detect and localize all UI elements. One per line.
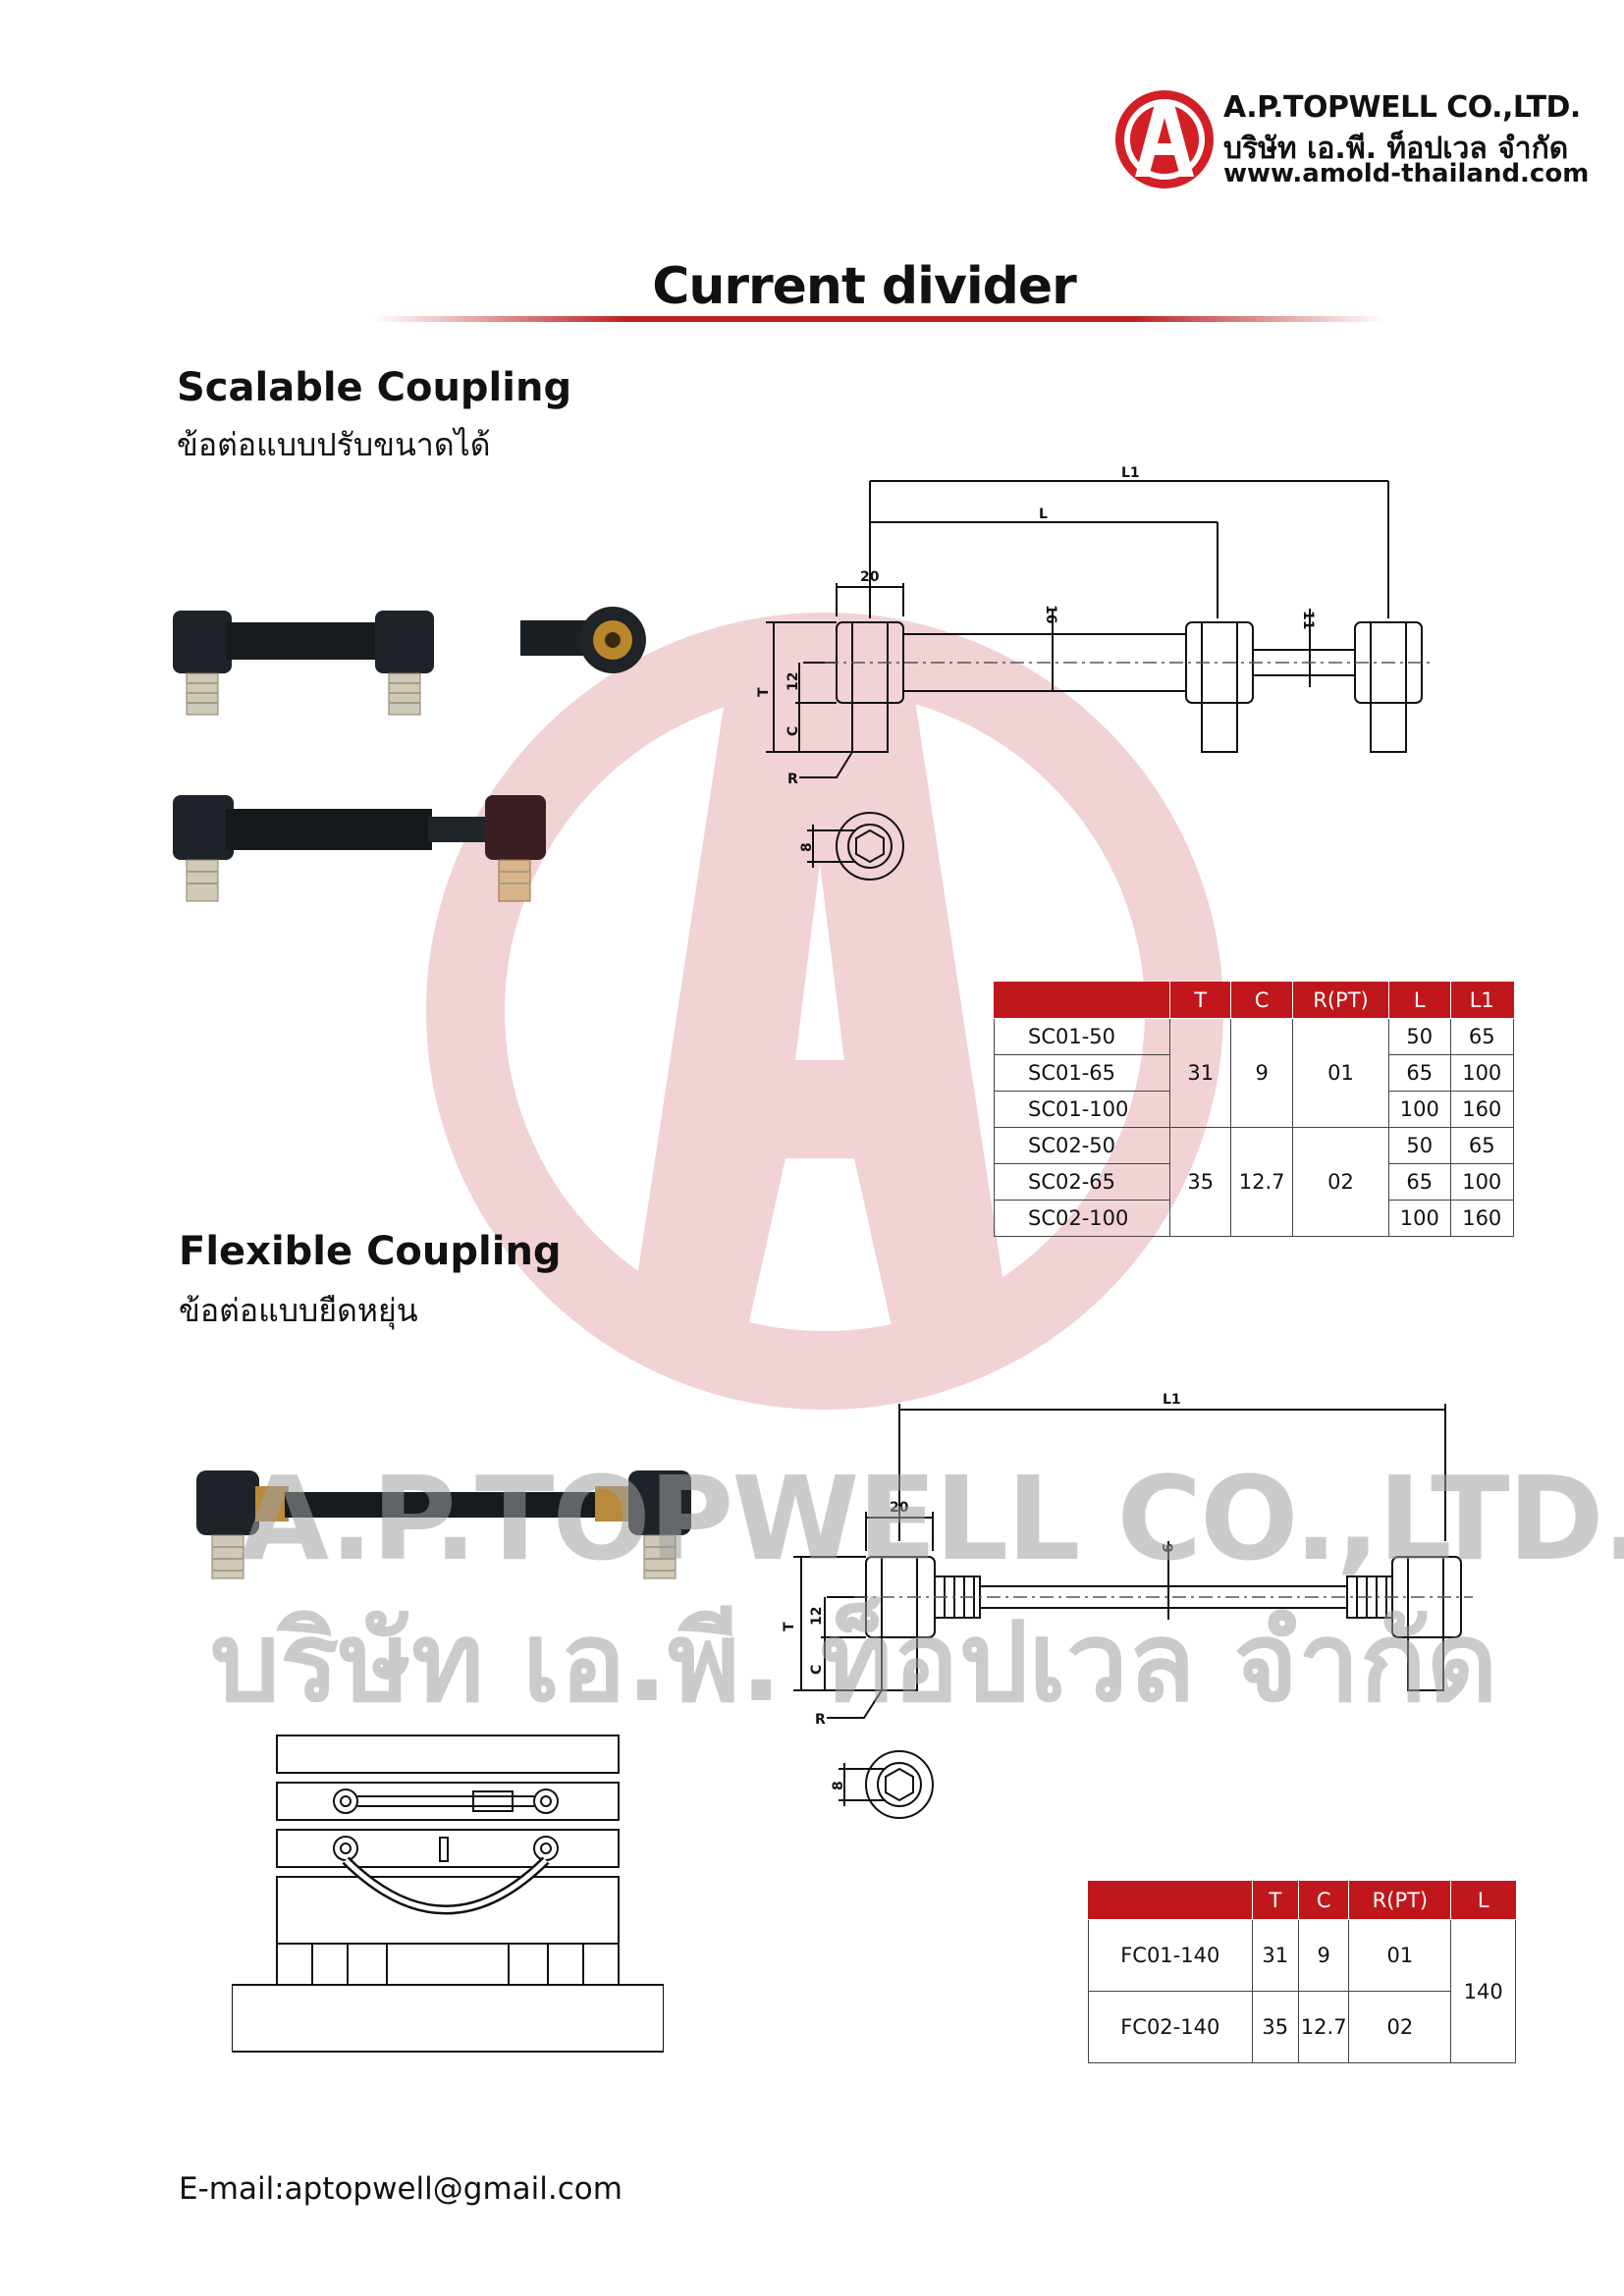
company-website: www.amold-thailand.com	[1223, 159, 1590, 188]
dim-c-label: C	[785, 726, 801, 736]
table-row: SC01-50 31 9 01 02 50 65	[993, 1018, 1515, 1237]
dim-20-label: 20	[890, 1500, 909, 1516]
l1-cell: 100	[1449, 1163, 1515, 1201]
header-model	[993, 982, 1171, 1019]
header-t: T	[1169, 982, 1232, 1019]
scalable-coupling-drawing: L1 L 20 16 11 T 12 C R 8	[756, 465, 1434, 881]
c-cell: 12.7	[1297, 1991, 1350, 2063]
r-cell: 01	[1348, 1919, 1452, 1992]
header-c: C	[1297, 1881, 1350, 1920]
flexible-coupling-title: Flexible Coupling	[179, 1229, 562, 1274]
page-title: Current divider	[652, 257, 1077, 316]
dim-c-label: C	[809, 1665, 825, 1675]
l1-cell: 100	[1449, 1054, 1515, 1092]
t-cell: 35	[1169, 1127, 1232, 1237]
dim-12-label: 12	[809, 1607, 825, 1626]
flexible-coupling-photo	[196, 1470, 691, 1579]
table-row: SC02-65 65 100	[993, 1163, 1515, 1201]
table-row: SC01-65 65 100	[993, 1054, 1515, 1092]
title-underline	[373, 316, 1384, 322]
dim-t-label: T	[782, 1622, 797, 1631]
company-logo	[1115, 90, 1214, 188]
model-cell: SC01-65	[993, 1054, 1171, 1092]
dim-12-label: 12	[785, 672, 801, 691]
flexible-coupling-subtitle: ข้อต่อแบบยืดหยุ่น	[179, 1292, 418, 1329]
dim-r-label: R	[815, 1712, 826, 1728]
header-c: C	[1230, 982, 1293, 1019]
dim-t-label: T	[756, 687, 772, 697]
table-row: SC02-100 100 160	[993, 1200, 1515, 1237]
dim-16-label: 16	[1043, 605, 1058, 623]
dim-l1-label: L1	[1121, 465, 1140, 481]
scalable-coupling-subtitle: ข้อต่อแบบปรับขนาดได้	[177, 426, 491, 463]
table-row: FC01-140 31 9 01 140	[1088, 1919, 1516, 2063]
table-row: SC02-50 35 12.7 50 65	[993, 1127, 1515, 1237]
l1-cell: 65	[1449, 1127, 1515, 1164]
dim-8-label: 8	[799, 842, 815, 852]
l-cell: 140	[1450, 1919, 1516, 2063]
l-cell: 100	[1388, 1091, 1451, 1128]
scalable-coupling-photo-end	[520, 607, 646, 673]
c-cell: 9	[1297, 1919, 1350, 1992]
flexible-coupling-table: T C R(PT) L FC01-140 31 9 01 140 FC02-14…	[1088, 1881, 1516, 2063]
model-cell: SC01-100	[993, 1091, 1171, 1128]
header-r: R(PT)	[1291, 982, 1390, 1019]
model-cell: SC01-50	[993, 1018, 1171, 1055]
header-model	[1088, 1881, 1253, 1920]
l-cell: 50	[1388, 1018, 1451, 1055]
scalable-coupling-title: Scalable Coupling	[177, 365, 572, 410]
table-header-row: T C R(PT) L L1	[993, 982, 1515, 1019]
header-l: L	[1450, 1881, 1516, 1920]
t-cell: 31	[1169, 1018, 1232, 1128]
dim-r-label: R	[787, 772, 798, 787]
model-cell: SC02-100	[993, 1200, 1171, 1237]
table-row: FC02-140 35 12.7 02	[1088, 1991, 1516, 2063]
scalable-coupling-photo-short	[173, 611, 434, 716]
table-row: SC01-100 100 160	[993, 1091, 1515, 1128]
header-r: R(PT)	[1348, 1881, 1452, 1920]
table-header-row: T C R(PT) L	[1088, 1881, 1516, 1920]
dim-11-label: 11	[1300, 611, 1316, 629]
company-name-en: A.P.TOPWELL CO.,LTD.	[1223, 90, 1581, 125]
l-cell: 65	[1388, 1054, 1451, 1092]
l1-cell: 160	[1449, 1200, 1515, 1237]
scalable-coupling-photo-long	[173, 795, 546, 902]
l-cell: 50	[1388, 1127, 1451, 1164]
header-t: T	[1251, 1881, 1299, 1920]
dim-9-label: 9	[1159, 1543, 1174, 1553]
scalable-coupling-table: T C R(PT) L L1 SC01-50 31 9 01 02 50 65 …	[993, 982, 1515, 1237]
contact-email: E-mail:aptopwell@gmail.com	[179, 2171, 623, 2207]
flexible-coupling-drawing: L1 20 9 T 12 C R 8	[782, 1392, 1473, 1819]
t-cell: 31	[1251, 1919, 1299, 1992]
dim-l1-label: L1	[1163, 1392, 1181, 1408]
l-cell: 65	[1388, 1163, 1451, 1201]
company-name-th: บริษัท เอ.พี. ท็อปเวล จำกัด	[1223, 132, 1569, 166]
r-cell-group: 01 02	[1291, 1018, 1390, 1237]
model-cell: SC02-50	[993, 1127, 1171, 1164]
dim-l-label: L	[1039, 507, 1048, 522]
model-cell: FC02-140	[1088, 1991, 1253, 2063]
r-cell: 02	[1327, 1170, 1354, 1194]
l1-cell: 160	[1449, 1091, 1515, 1128]
model-cell: FC01-140	[1088, 1919, 1253, 1992]
header-l: L	[1388, 982, 1451, 1019]
l-cell: 100	[1388, 1200, 1451, 1237]
c-cell: 9	[1230, 1018, 1293, 1128]
r-cell: 02	[1348, 1991, 1452, 2063]
l1-cell: 65	[1449, 1018, 1515, 1055]
mold-assembly-drawing	[232, 1735, 664, 2053]
header-l1: L1	[1449, 982, 1515, 1019]
watermark-text-en: A.P.TOPWELL CO.,LTD.	[240, 1451, 1624, 1586]
watermark-text-th: บริษัท เอ.พี. ท็อปเวล จำกัด	[210, 1599, 1498, 1727]
t-cell: 35	[1251, 1991, 1299, 2063]
c-cell: 12.7	[1230, 1127, 1293, 1237]
model-cell: SC02-65	[993, 1163, 1171, 1201]
r-cell: 01	[1292, 1019, 1389, 1128]
dim-20-label: 20	[860, 569, 880, 585]
dim-8-label: 8	[831, 1781, 846, 1790]
